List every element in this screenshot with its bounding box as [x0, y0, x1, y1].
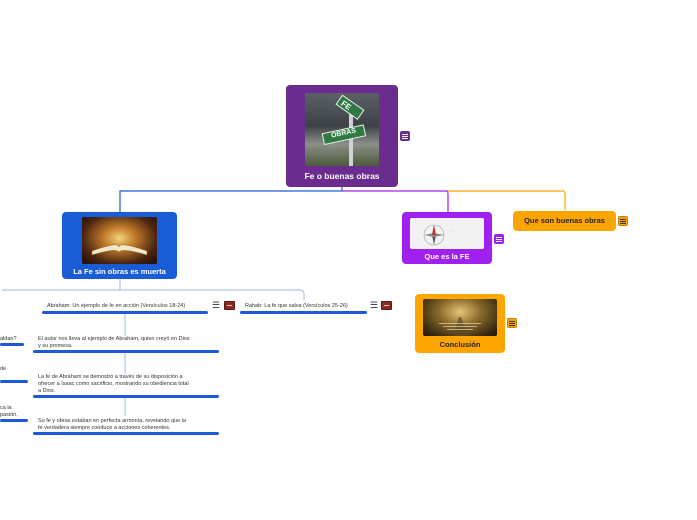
cutoff-fragment-3: ca la pasión. — [0, 405, 18, 418]
branch-conclusion[interactable]: Conclusión — [415, 294, 505, 353]
que-es-fe-note-icon[interactable] — [494, 234, 504, 244]
buenas-obras-note-icon[interactable] — [618, 216, 628, 226]
branch-buenas-obras[interactable]: Que son buenas obras — [513, 211, 616, 231]
branch-que-es-la-fe[interactable]: · · · Que es la FE — [402, 212, 492, 264]
root-title: Fe o buenas obras — [304, 171, 380, 181]
branch-fe-sin-obras[interactable]: La Fe sin obras es muerta — [62, 212, 177, 279]
abraham-point-2: La fe de Abraham se demostró a través de… — [38, 374, 189, 394]
root-note-icon[interactable] — [400, 131, 410, 141]
svg-text:· · ·: · · · — [450, 229, 455, 233]
abraham-point-3-underline — [33, 432, 219, 435]
branch-que-es-la-fe-title: Que es la FE — [424, 252, 470, 261]
abraham-point-1-underline — [33, 350, 219, 353]
rahab-underline — [240, 311, 367, 314]
cutoff-fragment-3-underline — [0, 419, 28, 422]
abraham-point-3: Su fe y obras estaban en perfecta armoní… — [38, 418, 186, 431]
branch-conclusion-title: Conclusión — [439, 340, 481, 349]
abraham-point-1: El autor nos lleva al ejemplo de Abraham… — [38, 336, 190, 349]
rahab-bible-icon[interactable] — [381, 301, 392, 310]
compass-image: · · · — [410, 218, 484, 249]
abraham-menu-icon[interactable]: ☰ — [212, 300, 221, 310]
path-icon — [439, 317, 481, 336]
branch-buenas-obras-title: Que son buenas obras — [524, 216, 605, 225]
cutoff-fragment-2: de — [0, 366, 7, 372]
compass-icon: · · · — [423, 224, 455, 246]
forest-path-image — [423, 299, 497, 336]
subtopic-rahab[interactable]: Rahab: La fe que salva (Versículos 25-26… — [245, 303, 348, 309]
abraham-underline — [42, 311, 208, 314]
conclusion-note-icon[interactable] — [507, 318, 517, 328]
rahab-menu-icon[interactable]: ☰ — [370, 300, 379, 310]
open-bible-image — [82, 217, 157, 264]
fe-obras-sign-image: FE OBRAS — [305, 93, 379, 166]
subtopic-abraham[interactable]: Abraham: Un ejemplo de fe en acción (Ver… — [47, 303, 186, 309]
street-sign-icon — [321, 94, 367, 166]
cutoff-fragment-1-underline — [0, 343, 24, 346]
cutoff-fragment-1: aldan? — [0, 336, 17, 342]
branch-fe-sin-obras-title: La Fe sin obras es muerta — [73, 267, 166, 276]
book-icon — [91, 244, 148, 256]
cutoff-fragment-2-underline — [0, 380, 28, 383]
root-node[interactable]: FE OBRAS Fe o buenas obras — [286, 85, 398, 187]
abraham-bible-icon[interactable] — [224, 301, 235, 310]
abraham-point-2-underline — [33, 395, 219, 398]
